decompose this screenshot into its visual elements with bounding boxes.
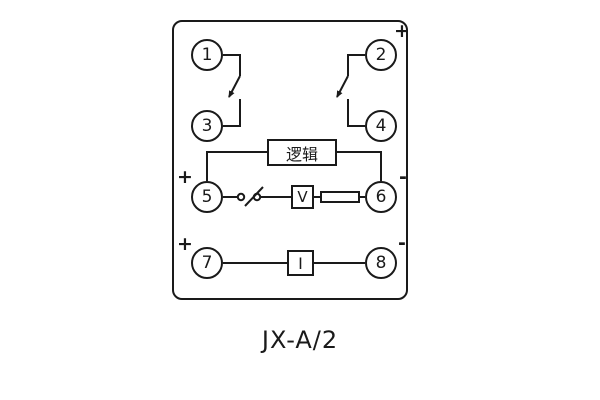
terminal-5-label: 5 xyxy=(201,187,213,207)
diagram-caption: JX-A/2 xyxy=(261,326,339,354)
relay-case-outline xyxy=(172,20,408,300)
logic-box: 逻辑 xyxy=(267,139,337,166)
contact-2-4 xyxy=(336,54,365,127)
terminal-8: 8 xyxy=(365,247,397,279)
contact-blade-icon xyxy=(336,75,349,98)
terminal-6-label: 6 xyxy=(375,187,387,207)
current-box-label: I xyxy=(298,253,303,273)
terminal-1: 1 xyxy=(191,39,223,71)
voltage-circuit-leads xyxy=(223,186,365,207)
logic-box-label: 逻辑 xyxy=(285,144,318,164)
contact-1-3 xyxy=(223,54,241,127)
logic-box-leads xyxy=(206,151,382,181)
terminal-8-label: 8 xyxy=(375,253,387,273)
voltage-box-label: V xyxy=(297,188,308,206)
terminal-3-label: 3 xyxy=(201,116,213,136)
contact-dot-icon xyxy=(236,192,246,202)
terminal-1-label: 1 xyxy=(201,45,213,65)
terminal-7: 7 xyxy=(191,247,223,279)
terminal-4-label: 4 xyxy=(375,116,387,136)
terminal-2: 2 xyxy=(365,39,397,71)
terminal-3: 3 xyxy=(191,110,223,142)
current-box: I xyxy=(287,250,314,276)
contact-slash-icon xyxy=(244,186,264,207)
terminal-5: 5 xyxy=(191,181,223,213)
terminal-4: 4 xyxy=(365,110,397,142)
terminal-7-label: 7 xyxy=(201,253,213,273)
polarity-plus-terminal-7: + xyxy=(177,233,193,255)
polarity-plus-terminal-2: + xyxy=(394,20,410,42)
polarity-minus-terminal-8: - xyxy=(398,232,406,254)
terminal-2-label: 2 xyxy=(375,45,387,65)
polarity-plus-terminal-5: + xyxy=(177,166,193,188)
contact-blade-icon xyxy=(228,75,241,98)
resistor-icon xyxy=(320,191,360,203)
voltage-box: V xyxy=(291,185,314,209)
terminal-6: 6 xyxy=(365,181,397,213)
polarity-minus-terminal-6: - xyxy=(399,166,407,188)
